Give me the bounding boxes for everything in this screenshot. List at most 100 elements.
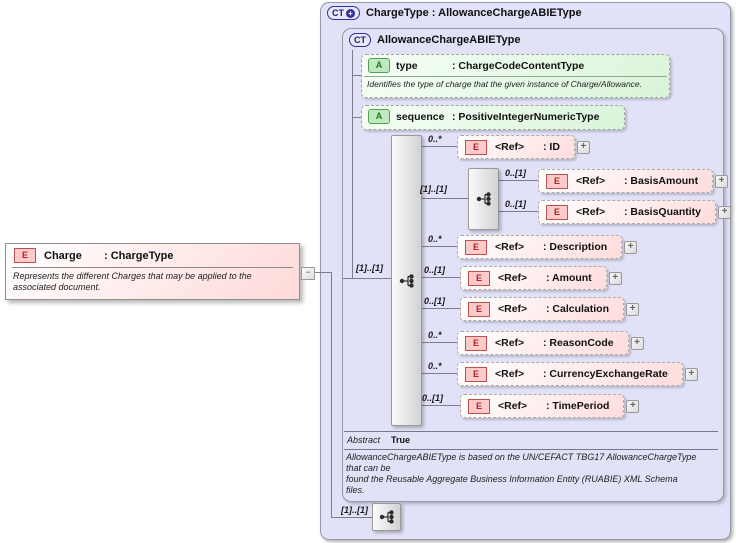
connector-line <box>313 272 331 273</box>
element-name: Charge <box>44 249 82 262</box>
charge-type-panel-title: CT+ ChargeType : AllowanceChargeABIEType <box>327 6 582 20</box>
attribute-type: : ChargeCodeContentType <box>452 59 585 72</box>
cardinality-label: 0..[1] <box>422 393 444 403</box>
attribute-header: A type : ChargeCodeContentType <box>362 55 669 76</box>
connector-line <box>420 405 460 406</box>
content-sequence-group[interactable] <box>372 503 401 531</box>
abstract-label: Abstract <box>347 435 381 445</box>
attribute-name: sequence <box>396 110 445 123</box>
divider <box>344 431 718 432</box>
element-ref-box-basisamount[interactable]: E <Ref> : BasisAmount + <box>538 169 729 193</box>
connector-line <box>331 517 372 518</box>
ct-badge-label: CT <box>332 8 344 18</box>
connector-line <box>352 117 361 118</box>
sequence-icon <box>379 510 394 524</box>
element-badge: E <box>546 204 568 220</box>
sequence-icon <box>476 192 491 206</box>
allowance-charge-abie-title: CT AllowanceChargeABIEType <box>349 33 520 47</box>
connector-line <box>343 278 391 279</box>
connector-line <box>420 146 457 147</box>
attribute-badge: A <box>368 58 390 73</box>
element-badge: E <box>14 248 36 263</box>
connector-line <box>420 373 457 374</box>
element-ref: <Ref> <box>498 272 528 284</box>
connector-line <box>331 272 332 517</box>
element-ref-box-calculation[interactable]: E <Ref> : Calculation + <box>460 297 640 321</box>
attribute-description: Identifies the type of charge that the g… <box>367 79 643 89</box>
ct-badge-label: CT <box>354 35 366 45</box>
divider <box>344 449 718 450</box>
expand-button[interactable]: + <box>626 303 640 316</box>
nested-sequence-group[interactable] <box>468 168 499 230</box>
element-ref-box-amount[interactable]: E <Ref> : Amount + <box>460 266 622 290</box>
expand-button[interactable]: + <box>624 241 638 254</box>
element-badge: E <box>465 366 487 382</box>
cardinality-label: [1]..[1] <box>356 263 383 273</box>
element-name: : ID <box>543 141 560 153</box>
element-description: Represents the different Charges that ma… <box>13 271 252 292</box>
cardinality-label: 0..[1] <box>505 199 527 209</box>
divider <box>364 76 667 77</box>
element-name: : Calculation <box>546 303 610 315</box>
sequence-icon <box>399 273 414 288</box>
element-ref-box-description[interactable]: E <Ref> : Description + <box>457 235 638 259</box>
element-name: : TimePeriod <box>546 400 610 412</box>
cardinality-label: 0..[1] <box>505 168 527 178</box>
cardinality-label: 0..* <box>428 234 442 244</box>
element-badge: E <box>465 335 487 351</box>
element-name: : CurrencyExchangeRate <box>543 368 668 380</box>
element-badge: E <box>468 270 490 286</box>
attribute-header: A sequence : PositiveIntegerNumericType <box>362 106 624 127</box>
attribute-name: type <box>396 59 418 72</box>
collapse-toggle[interactable]: − <box>301 267 315 280</box>
connector-line <box>352 50 353 278</box>
attribute-box-sequence[interactable]: A sequence : PositiveIntegerNumericType <box>361 105 625 130</box>
element-ref-box-basisquantity[interactable]: E <Ref> : BasisQuantity + <box>538 200 732 224</box>
element-ref-box-reasoncode[interactable]: E <Ref> : ReasonCode + <box>457 331 644 355</box>
connector-line <box>420 342 457 343</box>
element-ref-box-id[interactable]: E <Ref> : ID + <box>457 135 590 159</box>
connector-line <box>352 75 361 76</box>
expand-button[interactable]: + <box>576 141 590 154</box>
element-ref: <Ref> <box>498 303 528 315</box>
cardinality-label: 0..* <box>428 330 442 340</box>
element-name: : Amount <box>546 272 592 284</box>
charge-element-box[interactable]: E Charge : ChargeType Represents the dif… <box>5 243 300 300</box>
sequence-bar[interactable] <box>391 135 422 426</box>
cardinality-label: 0..[1] <box>424 265 446 275</box>
expand-button[interactable]: + <box>626 400 640 413</box>
connector-line <box>420 308 460 309</box>
element-ref: <Ref> <box>498 400 528 412</box>
attribute-box-type[interactable]: A type : ChargeCodeContentType Identifie… <box>361 54 670 98</box>
element-badge: E <box>546 173 568 189</box>
expand-button[interactable]: + <box>630 337 644 350</box>
divider <box>12 267 293 268</box>
abstract-value: True <box>391 435 411 445</box>
connector-line <box>420 277 460 278</box>
connector-line <box>497 180 538 181</box>
element-name: : Description <box>543 241 608 253</box>
cardinality-label: 0..* <box>428 134 442 144</box>
element-badge: E <box>468 301 490 317</box>
expand-button[interactable]: + <box>608 272 622 285</box>
element-ref: <Ref> <box>576 175 606 187</box>
expand-button[interactable]: + <box>718 206 732 219</box>
expand-button[interactable]: + <box>684 368 698 381</box>
element-badge: E <box>465 239 487 255</box>
element-ref-box-timeperiod[interactable]: E <Ref> : TimePeriod + <box>460 394 640 418</box>
element-type: : ChargeType <box>104 249 174 262</box>
cardinality-label: 0..* <box>428 361 442 371</box>
outer-panel-title: ChargeType : AllowanceChargeABIEType <box>366 7 582 19</box>
element-ref-box-currencyexchangerate[interactable]: E <Ref> : CurrencyExchangeRate + <box>457 362 698 386</box>
cardinality-label: [1]..[1] <box>341 505 368 515</box>
inner-panel-title: AllowanceChargeABIEType <box>377 34 521 46</box>
complex-type-plus-icon: CT+ <box>327 6 360 20</box>
connector-line <box>497 211 538 212</box>
element-name: : BasisAmount <box>624 175 699 187</box>
expand-button[interactable]: + <box>715 175 729 188</box>
element-ref: <Ref> <box>495 337 525 349</box>
plus-circle-icon: + <box>346 8 355 18</box>
element-name: : BasisQuantity <box>624 206 702 218</box>
attribute-badge: A <box>368 109 390 124</box>
